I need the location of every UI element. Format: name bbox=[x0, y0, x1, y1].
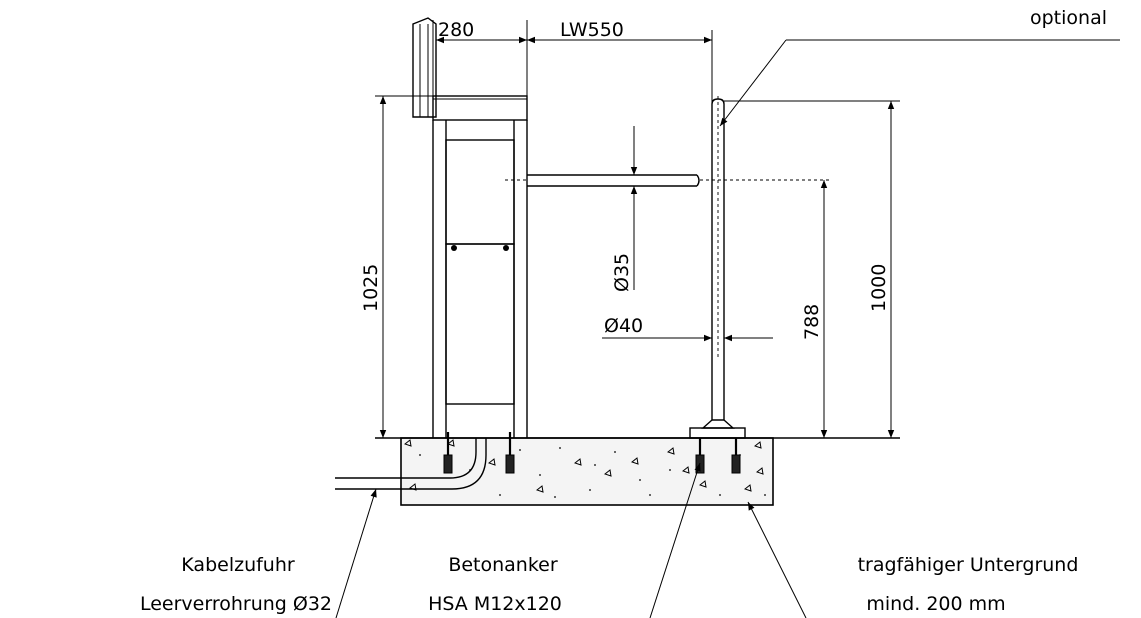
leader-optional bbox=[719, 39, 1120, 127]
support-post bbox=[689, 96, 746, 439]
label-anchor-line1: Betonanker bbox=[448, 554, 558, 576]
concrete-foundation bbox=[400, 437, 774, 506]
label-ground-line1: tragfähiger Untergrund bbox=[858, 554, 1079, 576]
dim-d35-label: Ø35 bbox=[611, 253, 633, 292]
dim-d40-label: Ø40 bbox=[604, 315, 643, 337]
dim-column-width: 280 bbox=[432, 19, 528, 96]
dim-1025-label: 1025 bbox=[360, 264, 382, 312]
cable-conduit bbox=[335, 438, 487, 490]
leader-anchor bbox=[649, 462, 701, 618]
leader-cable bbox=[335, 488, 377, 618]
dim-column-height: 1025 bbox=[360, 95, 433, 438]
leader-ground bbox=[747, 501, 807, 618]
dim-788-label: 788 bbox=[801, 304, 823, 340]
dim-bar-diameter: Ø35 bbox=[611, 126, 638, 292]
anchor-right-2 bbox=[731, 438, 741, 474]
dim-clear-width: LW550 bbox=[527, 19, 713, 104]
dim-bar-height: 788 bbox=[801, 180, 828, 438]
label-optional: optional bbox=[1030, 7, 1107, 29]
anchor-left-2 bbox=[505, 432, 515, 474]
label-anchor-line2: HSA M12x120 bbox=[428, 593, 562, 615]
dim-lw550-label: LW550 bbox=[560, 19, 624, 41]
label-ground-line2: mind. 200 mm bbox=[866, 593, 1005, 615]
anchor-left-1 bbox=[443, 432, 453, 474]
barrier-arm bbox=[505, 174, 832, 187]
label-cable-line1: Kabelzufuhr bbox=[181, 554, 295, 576]
label-cable-line2: Leerverrohrung Ø32 bbox=[140, 593, 332, 615]
dim-post-height: 1000 bbox=[724, 100, 900, 438]
dim-280-label: 280 bbox=[438, 19, 474, 41]
column-housing bbox=[412, 17, 528, 438]
dim-post-diameter: Ø40 bbox=[602, 315, 773, 342]
dim-1000-label: 1000 bbox=[868, 264, 890, 312]
